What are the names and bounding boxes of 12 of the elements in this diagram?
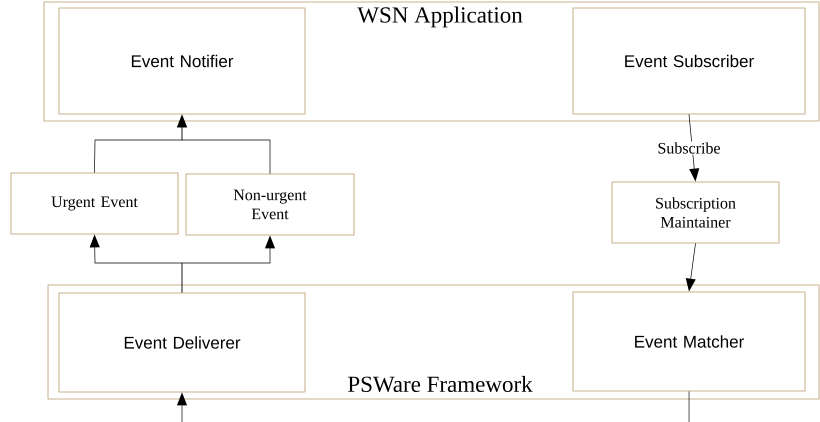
layer-frame — [44, 2, 820, 122]
layer-title: WSN Application — [356, 6, 524, 28]
layer-frame — [48, 284, 820, 400]
component-box: Subscription Maintainer — [612, 182, 780, 244]
layer-title: PSWare Framework — [346, 374, 534, 394]
component-box: Event Matcher — [572, 292, 806, 392]
component-box: Event Subscriber — [572, 8, 806, 114]
edge-label: Subscribe — [656, 141, 722, 155]
component-box: Non-urgent Event — [186, 174, 354, 236]
component-box: Event Deliverer — [58, 292, 306, 392]
component-box: Event Notifier — [58, 8, 306, 114]
component-box: Urgent Event — [10, 172, 178, 234]
